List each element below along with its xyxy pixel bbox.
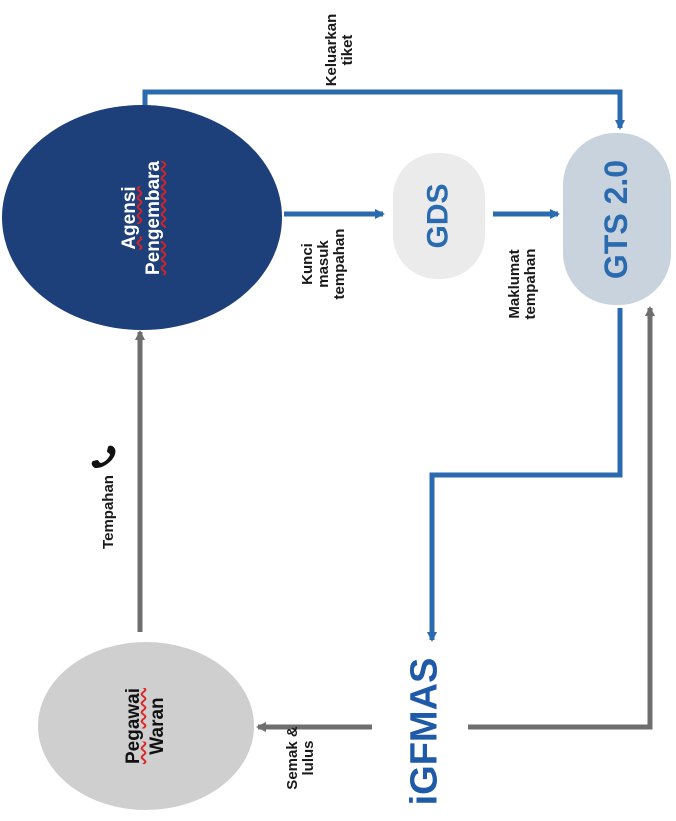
- node-pegawai-waran: Pegawai Waran: [38, 642, 254, 810]
- gds-label: GDS: [421, 183, 455, 249]
- phone-icon: [91, 445, 116, 469]
- node-agensi-pengembara: Agensi Pengembara: [2, 105, 282, 330]
- node-gds: GDS: [393, 153, 485, 279]
- agensi-line2: Pengembara: [142, 160, 164, 275]
- label-maklumat-tempahan: Maklumat tempahan: [506, 242, 543, 326]
- keluarkan-line2: tiket: [339, 34, 356, 66]
- maklumat-line2: tempahan: [522, 248, 539, 320]
- igfmas-label: iGFMAS: [403, 657, 446, 805]
- edge-igfmas-gts: [468, 306, 655, 730]
- pegawai-line1: Pegawai: [122, 687, 144, 765]
- label-kunci-masuk-tempahan: Kunci masuk tempahan: [299, 223, 352, 305]
- kunci-line1: Kunci: [299, 243, 316, 285]
- node-igfmas: iGFMAS: [385, 645, 465, 817]
- pegawai-line2: Waran: [146, 697, 168, 755]
- agensi-line1: Agensi: [118, 185, 140, 250]
- kunci-line2: masuk: [315, 240, 332, 288]
- label-tempahan: Tempahan: [100, 464, 119, 560]
- tempahan-label: Tempahan: [100, 475, 117, 549]
- semak-line1: Semak &: [284, 726, 301, 790]
- maklumat-line1: Maklumat: [506, 249, 523, 319]
- kunci-line3: tempahan: [331, 228, 348, 300]
- label-semak-lulus: Semak & lulus: [284, 723, 321, 793]
- keluarkan-line1: Keluarkan: [323, 13, 340, 87]
- gts-label: GTS 2.0: [598, 159, 635, 279]
- semak-line2: lulus: [300, 740, 317, 776]
- node-gts: GTS 2.0: [563, 133, 671, 305]
- label-keluarkan-tiket: Keluarkan tiket: [323, 0, 360, 100]
- edge-gts-igfmas: [427, 308, 623, 642]
